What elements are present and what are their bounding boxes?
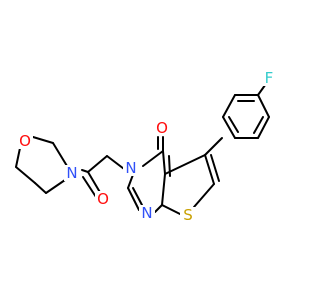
bond-aryl-3 bbox=[257, 116, 270, 139]
label-bg bbox=[139, 205, 155, 221]
bond-aryl-5-inner bbox=[228, 116, 239, 133]
bond-pyr-2 bbox=[142, 150, 164, 167]
bond-aryl-3-inner bbox=[253, 116, 264, 134]
bond-c-o bbox=[87, 171, 102, 195]
bond-morph-5 bbox=[45, 179, 66, 194]
bond-morph-3 bbox=[15, 166, 36, 184]
label-bg bbox=[180, 207, 196, 223]
bonds bbox=[15, 80, 270, 216]
bond-pyr-1-inner bbox=[168, 155, 171, 177]
label-bg bbox=[17, 133, 33, 149]
bond-ch2-c bbox=[87, 155, 108, 173]
bond-th-4 bbox=[161, 173, 166, 206]
bond-aryl-2 bbox=[257, 94, 270, 118]
bond-pyr-3-inner bbox=[132, 187, 143, 206]
bond-pyr-1 bbox=[162, 150, 166, 175]
atom-labels: F O N N S O N O bbox=[17, 69, 276, 224]
bond-aryl-thiophene bbox=[204, 137, 223, 156]
label-bg bbox=[261, 70, 276, 86]
bond-th-1-inner bbox=[210, 154, 220, 182]
atom-nitrogen-3: N bbox=[125, 159, 136, 177]
bond-morph-1 bbox=[52, 142, 68, 167]
bond-c-o-double bbox=[82, 176, 97, 198]
bond-morph-4 bbox=[15, 147, 21, 168]
bond-pyr-4 bbox=[127, 187, 140, 211]
atom-morpholine-nitrogen: N bbox=[66, 164, 77, 182]
atom-nitrogen-1: N bbox=[141, 204, 152, 222]
bond-c-n bbox=[81, 169, 89, 173]
atom-amide-oxygen: O bbox=[97, 190, 109, 208]
label-bg bbox=[123, 160, 139, 176]
bond-th-2 bbox=[193, 183, 215, 208]
label-bg bbox=[154, 120, 170, 136]
bond-aryl-6 bbox=[222, 94, 236, 118]
bond-morph-2 bbox=[32, 136, 54, 144]
atom-sulfur: S bbox=[183, 206, 193, 224]
bond-th-1 bbox=[204, 154, 215, 185]
atom-fluorine: F bbox=[265, 69, 274, 87]
molecule-structure: F O N N S O N O bbox=[15, 69, 276, 224]
label-bg bbox=[95, 191, 111, 207]
bond-th-3 bbox=[161, 204, 183, 216]
bond-th-5 bbox=[164, 154, 206, 175]
bond-aryl-5 bbox=[222, 116, 236, 139]
bond-morph-6 bbox=[34, 182, 47, 194]
atom-morpholine-oxygen: O bbox=[19, 132, 31, 150]
label-bg bbox=[64, 165, 80, 181]
bond-pyr-5 bbox=[154, 204, 163, 213]
atom-carbonyl-oxygen: O bbox=[156, 119, 168, 137]
